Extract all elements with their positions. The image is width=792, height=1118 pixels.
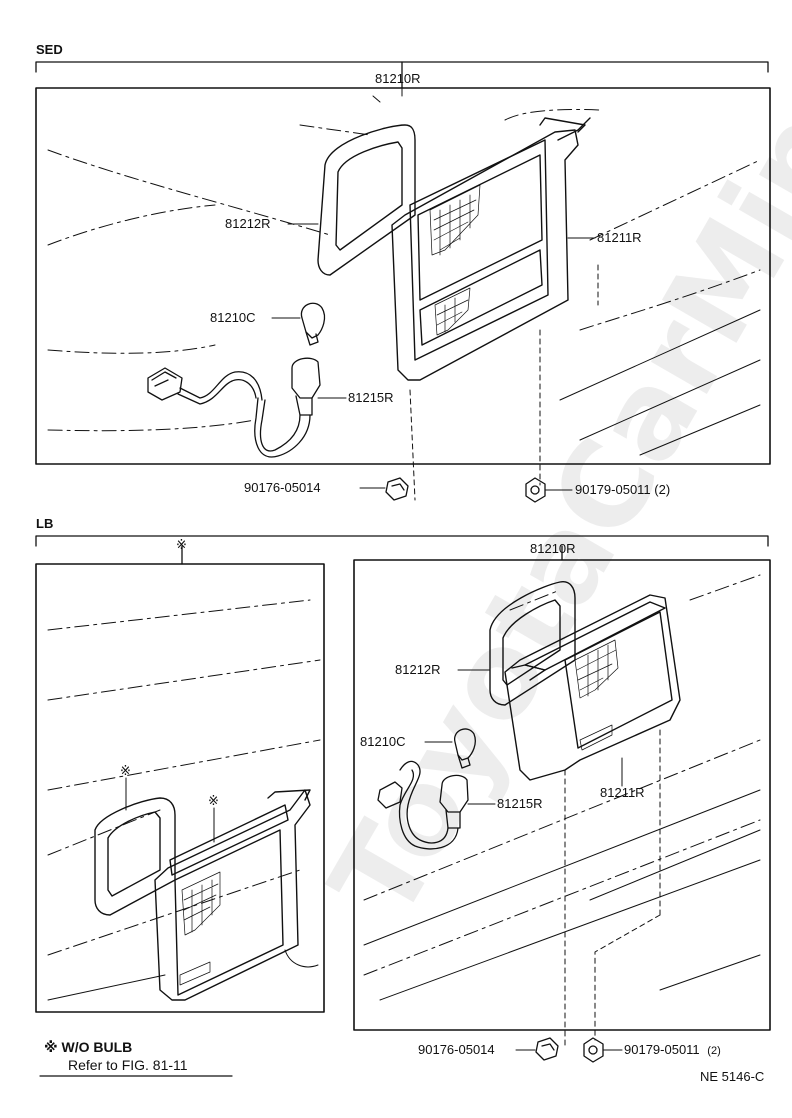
- lb-right-body-lines: [363, 574, 761, 976]
- lb-clip-label: 90176-05014: [418, 1042, 495, 1057]
- lb-right-bulb: [454, 728, 476, 769]
- sed-lens-label: 81211R: [597, 230, 642, 245]
- lb-left-body-lines: [47, 599, 321, 956]
- lb-section-label: LB: [36, 516, 54, 531]
- wo-bulb-note: ※ W/O BULB: [44, 1039, 133, 1055]
- sed-lens-grid: [429, 184, 481, 336]
- lb-nut-label: 90179-05011 (2): [624, 1043, 721, 1058]
- lb-nut-qty: (2): [707, 1045, 721, 1057]
- sed-dashed-drops: [409, 264, 599, 501]
- lb-lens-label: 81211R: [600, 785, 645, 800]
- lb-right-grid: [574, 639, 619, 751]
- lb-star-label: ※: [176, 537, 187, 552]
- sed-clip-label: 90176-05014: [244, 480, 321, 495]
- lb-left-lens: [154, 789, 311, 1001]
- lb-right-leaders: [424, 669, 623, 1051]
- sed-bulb-shape: [300, 302, 326, 346]
- lb-left-lens-star: ※: [208, 793, 219, 808]
- sed-leaders: [271, 87, 596, 491]
- sed-frame: [35, 87, 771, 465]
- sed-body-solid: [559, 309, 761, 456]
- lb-left-frame: [35, 563, 325, 1013]
- sed-clip-shape: [385, 477, 409, 501]
- lb-left-grid: [179, 871, 221, 986]
- sed-assembly-label: 81210R: [375, 71, 421, 86]
- lb-gasket-label: 81212R: [395, 662, 441, 677]
- sed-gasket-shape: [317, 124, 416, 276]
- sed-nut-label: 90179-05011 (2): [575, 482, 671, 497]
- sed-bulb-label: 81210C: [210, 310, 256, 325]
- lb-bulb-label: 81210C: [360, 734, 406, 749]
- lb-left-gasket: [94, 797, 176, 916]
- lb-left-star-leaders: [125, 777, 215, 843]
- sed-nut-shape: [525, 477, 546, 503]
- lb-right-lens: [504, 594, 681, 781]
- lb-right-dashed-drops: [564, 729, 661, 1046]
- lb-right-frame: [353, 559, 771, 1031]
- sed-socket-label: 81215R: [348, 390, 394, 405]
- sed-section-label: SED: [36, 42, 63, 57]
- sed-gasket-label: 81212R: [225, 216, 271, 231]
- sed-lens-body: [391, 117, 591, 381]
- lb-right-clip: [535, 1037, 559, 1061]
- sed-bracket: [35, 61, 769, 89]
- lb-right-socket-wire: [377, 760, 469, 850]
- lb-right-nut: [583, 1037, 604, 1063]
- lb-left-body-solid: [47, 949, 319, 1001]
- lb-right-gasket: [489, 581, 576, 706]
- lb-nut-number: 90179-05011: [624, 1042, 700, 1057]
- lb-bracket: [35, 535, 769, 565]
- lb-right-body-solid: [363, 789, 761, 1001]
- lb-left-gasket-star: ※: [120, 763, 131, 778]
- sed-body-lines: [47, 109, 761, 432]
- lb-socket-label: 81215R: [497, 796, 543, 811]
- figure-code: NE 5146-C: [700, 1069, 765, 1084]
- sed-socket-wire: [147, 357, 321, 458]
- refer-note: Refer to FIG. 81-11: [68, 1057, 188, 1073]
- lb-assembly-label: 81210R: [530, 541, 576, 556]
